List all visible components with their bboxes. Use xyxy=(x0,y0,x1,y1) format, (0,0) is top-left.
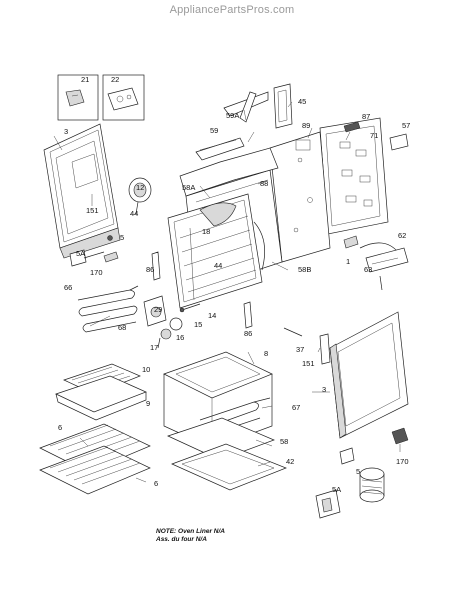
part-37-pin xyxy=(283,327,303,337)
part-label-58A: 58A xyxy=(182,183,195,192)
broil-element-66 xyxy=(77,285,139,333)
part-label-5-left: 5 xyxy=(120,233,124,242)
part-label-67: 67 xyxy=(292,403,300,412)
part-label-59A: 59A xyxy=(226,111,239,120)
back-panel-71 xyxy=(319,117,409,235)
part-label-5A-left: 5A xyxy=(76,249,85,258)
part-label-71: 71 xyxy=(370,131,378,140)
part-label-44-upper: 44 xyxy=(130,209,138,218)
drawer-bottom-42 xyxy=(171,443,287,491)
part-label-14: 14 xyxy=(208,311,216,320)
part-label-9: 9 xyxy=(146,399,150,408)
part-label-89: 89 xyxy=(302,121,310,130)
hinge-170-right xyxy=(391,427,409,445)
part-86-bracket-lower xyxy=(243,301,253,329)
part-label-3-left: 3 xyxy=(64,127,68,136)
hinge-spring-5 xyxy=(359,467,385,503)
part-label-57: 57 xyxy=(402,121,410,130)
part-151-right xyxy=(319,333,331,365)
part-label-18: 18 xyxy=(202,227,210,236)
part-label-44-lower: 44 xyxy=(214,261,222,270)
part-62-wiring xyxy=(343,235,409,291)
part-label-170-left: 170 xyxy=(90,268,103,277)
part-label-17: 17 xyxy=(150,343,158,352)
part-label-151-left: 151 xyxy=(86,206,99,215)
part-label-45: 45 xyxy=(298,97,306,106)
part-label-58B: 58B xyxy=(298,265,311,274)
part-label-3-right: 3 xyxy=(322,385,326,394)
part-22-inset xyxy=(102,74,145,121)
part-label-6-lower: 6 xyxy=(154,479,158,488)
part-label-6-upper: 6 xyxy=(58,423,62,432)
note-block: NOTE: Oven Liner N/A Ass. du four N/A xyxy=(156,528,225,544)
part-label-15: 15 xyxy=(194,320,202,329)
part-59-brackets xyxy=(195,91,269,161)
part-label-66: 66 xyxy=(64,283,72,292)
part-label-10: 10 xyxy=(142,365,150,374)
part-label-88: 88 xyxy=(260,179,268,188)
part-label-22: 22 xyxy=(111,75,119,84)
part-86-bracket-upper xyxy=(151,251,161,281)
part-label-62: 62 xyxy=(398,231,406,240)
hinge-5A-right xyxy=(315,489,341,519)
hinge-left xyxy=(69,235,119,267)
part-label-12: 12 xyxy=(136,183,144,192)
oven-cavity xyxy=(167,193,265,309)
part-label-86-lower: 86 xyxy=(244,329,252,338)
part-14-sensor xyxy=(179,303,201,313)
oven-rack-lower xyxy=(39,445,151,495)
part-label-87: 87 xyxy=(362,112,370,121)
part-label-1: 1 xyxy=(346,257,350,266)
part-label-59: 59 xyxy=(210,126,218,135)
oven-door-right xyxy=(329,311,409,439)
note-line-1: NOTE: Oven Liner N/A xyxy=(156,528,225,535)
part-label-21: 21 xyxy=(81,75,89,84)
broil-pan-9 xyxy=(55,375,147,421)
part-45-bracket xyxy=(273,83,293,129)
oven-door-left xyxy=(43,123,121,259)
part-label-58: 58 xyxy=(280,437,288,446)
part-label-63: 63 xyxy=(364,265,372,274)
part-label-8: 8 xyxy=(264,349,268,358)
part-label-37: 37 xyxy=(296,345,304,354)
part-label-151-right: 151 xyxy=(302,359,315,368)
leader-lines xyxy=(53,101,401,483)
part-label-5A-right: 5A xyxy=(332,485,341,494)
part-21-inset xyxy=(57,74,99,121)
part-label-5-right: 5 xyxy=(356,467,360,476)
part-29-housing xyxy=(143,295,167,327)
site-watermark: AppliancePartsPros.com xyxy=(169,4,295,16)
hinge-bracket-mid xyxy=(339,447,355,465)
oven-bottom-58 xyxy=(167,417,275,461)
part-label-16: 16 xyxy=(176,333,184,342)
part-label-42: 42 xyxy=(286,457,294,466)
note-line-2: Ass. du four N/A xyxy=(156,536,207,543)
part-label-29: 29 xyxy=(154,305,162,314)
part-label-170-right: 170 xyxy=(396,457,409,466)
part-12-switch xyxy=(128,177,152,215)
oven-bottom-panel-8 xyxy=(163,351,273,399)
part-labels: 21 22 3 151 5 5A 170 12 44 59A 59 45 89 … xyxy=(58,75,410,494)
part-label-68: 68 xyxy=(118,323,126,332)
part-15-16-lamp xyxy=(157,317,183,349)
part-label-86-upper: 86 xyxy=(146,265,154,274)
